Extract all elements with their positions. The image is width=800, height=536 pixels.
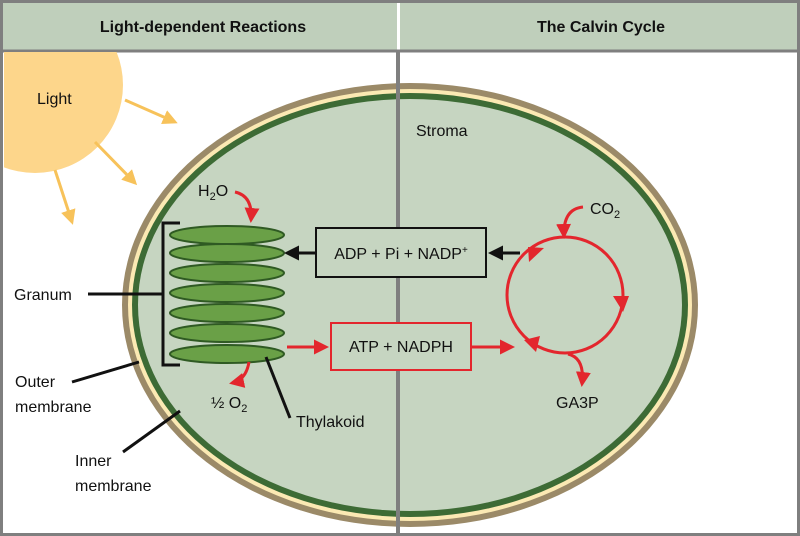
thylakoid-disc — [169, 323, 285, 343]
atp-nadph-box — [330, 322, 472, 371]
sun-ray-arrow-2 — [93, 140, 138, 186]
granum-stack — [169, 225, 285, 364]
cycle-arrowhead-top — [528, 247, 544, 262]
sun-ray-arrow-1 — [124, 98, 178, 125]
h2o-arrow — [234, 190, 260, 223]
thylakoid-disc — [169, 263, 285, 283]
ga3p-label: GA3P — [556, 395, 599, 412]
granum-label: Granum — [14, 287, 72, 304]
h2o-label: H2O — [198, 183, 228, 203]
outer-membrane-leader-line — [71, 360, 140, 384]
header-light-dependent: Light-dependent Reactions — [100, 19, 306, 36]
header-calvin-cycle: The Calvin Cycle — [537, 19, 665, 36]
thylakoid-disc — [169, 303, 285, 323]
outer-membrane-label-line1: Outer — [15, 374, 56, 391]
thylakoid-disc — [169, 225, 285, 245]
o2-label: ½ O2 — [211, 395, 247, 415]
inner-membrane-label-line1: Inner — [75, 453, 112, 470]
sun — [4, 52, 123, 173]
thylakoid-disc — [169, 283, 285, 303]
adp-pi-nadp-box — [315, 227, 487, 278]
outer-membrane-label-line2: membrane — [15, 399, 92, 416]
stroma — [138, 99, 682, 511]
header-right — [400, 3, 797, 50]
thylakoid-disc — [169, 344, 285, 364]
inner-membrane-leader-line — [122, 409, 181, 454]
atp-nadph-label: ATP + NADPH — [349, 339, 453, 356]
cycle-arrowhead-right — [613, 296, 629, 312]
ga3p-arrow — [567, 352, 591, 387]
header-left — [3, 3, 397, 50]
stroma-label: Stroma — [416, 123, 468, 140]
cycle-arrowhead-bottom — [524, 336, 540, 352]
thylakoid-leader-line — [264, 356, 292, 419]
o2-arrow — [229, 361, 251, 388]
inner-membrane-label-line2: membrane — [75, 478, 152, 495]
thylakoid-label: Thylakoid — [296, 414, 364, 431]
adp-pi-nadp-label: ADP + Pi + NADP+ — [334, 245, 468, 263]
co2-label: CO2 — [590, 201, 620, 221]
light-label: Light — [37, 91, 72, 108]
sun-ray-arrow-3 — [53, 169, 76, 225]
thylakoid-disc — [169, 243, 285, 263]
co2-arrow — [556, 205, 584, 239]
